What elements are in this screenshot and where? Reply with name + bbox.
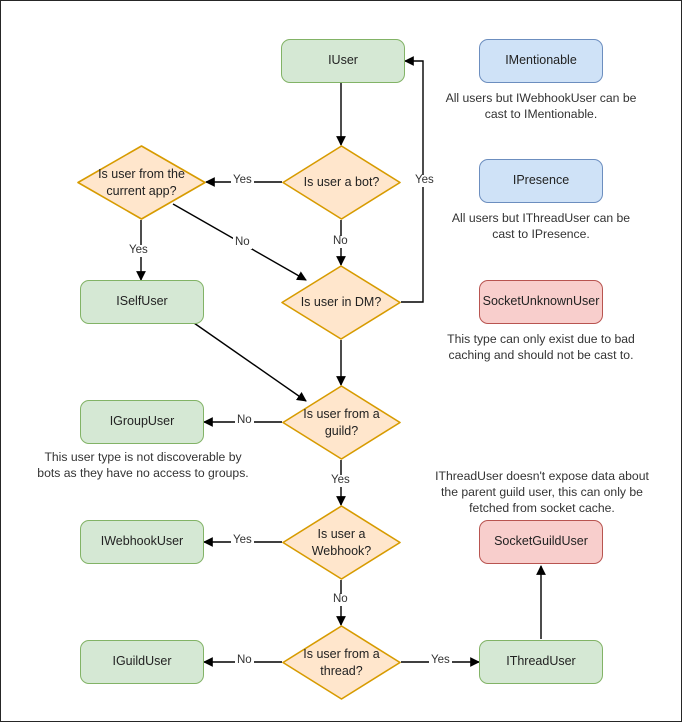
node-socketguilduser-label: SocketGuildUser bbox=[494, 534, 588, 549]
node-is-user-from-thread-label: Is user from a thread? bbox=[303, 647, 380, 678]
diamond-shape bbox=[77, 145, 206, 220]
diamond-shape bbox=[282, 385, 401, 460]
edge-label-guild-to-groupuser: No bbox=[235, 414, 254, 427]
node-socketunknownuser-label: SocketUnknownUser bbox=[482, 294, 600, 309]
node-ipresence[interactable]: IPresence bbox=[479, 159, 603, 203]
diamond-shape bbox=[282, 505, 401, 580]
edge-label-webhook-to-webhookuser: Yes bbox=[231, 534, 254, 547]
diamond-shape bbox=[282, 625, 401, 700]
node-is-user-a-webhook[interactable]: Is user a Webhook? bbox=[282, 505, 401, 580]
node-iuser-label: IUser bbox=[328, 53, 358, 68]
node-ithreaduser-label: IThreadUser bbox=[506, 654, 576, 669]
node-is-user-in-dm[interactable]: Is user in DM? bbox=[281, 265, 401, 340]
note-socketguilduser: IThreadUser doesn't expose data about th… bbox=[435, 469, 649, 516]
note-igroupuser: This user type is not discoverable by bo… bbox=[37, 450, 249, 481]
node-iguilduser[interactable]: IGuildUser bbox=[80, 640, 204, 684]
edge-label-bot-to-current-app: Yes bbox=[231, 174, 254, 187]
note-socketunknownuser: This type can only exist due to bad cach… bbox=[447, 332, 635, 363]
node-iuser[interactable]: IUser bbox=[281, 39, 405, 83]
node-iselfuser[interactable]: ISelfUser bbox=[80, 280, 204, 324]
node-iwebhookuser[interactable]: IWebhookUser bbox=[80, 520, 204, 564]
node-is-user-a-webhook-label: Is user a Webhook? bbox=[311, 527, 372, 558]
edge-label-current-app-to-dm: No bbox=[233, 236, 252, 249]
node-is-user-a-bot-label: Is user a bot? bbox=[303, 175, 380, 190]
edge-label-current-app-to-selfuser: Yes bbox=[127, 244, 150, 257]
node-imentionable[interactable]: IMentionable bbox=[479, 39, 603, 83]
node-iwebhookuser-label: IWebhookUser bbox=[100, 534, 184, 549]
edge-label-guild-to-webhook: Yes bbox=[329, 474, 352, 487]
edge-label-bot-to-dm: No bbox=[331, 235, 350, 248]
node-is-user-from-current-app-label: Is user from the current app? bbox=[98, 167, 185, 198]
node-igroupuser-label: IGroupUser bbox=[109, 414, 175, 429]
note-imentionable: All users but IWebhookUser can be cast t… bbox=[445, 91, 637, 122]
edge-label-thread-to-threaduser: Yes bbox=[429, 654, 452, 667]
node-is-user-from-guild[interactable]: Is user from a guild? bbox=[282, 385, 401, 460]
node-iselfuser-label: ISelfUser bbox=[116, 294, 168, 309]
node-is-user-from-current-app[interactable]: Is user from the current app? bbox=[77, 145, 206, 220]
edge-label-webhook-to-thread: No bbox=[331, 593, 350, 606]
node-ipresence-label: IPresence bbox=[512, 173, 570, 188]
node-socketguilduser[interactable]: SocketGuildUser bbox=[479, 520, 603, 564]
node-socketunknownuser[interactable]: SocketUnknownUser bbox=[479, 280, 603, 324]
edge-label-dm-back-to-iuser: Yes bbox=[413, 174, 436, 187]
note-ipresence: All users but IThreadUser can be cast to… bbox=[451, 211, 631, 242]
node-iguilduser-label: IGuildUser bbox=[112, 654, 172, 669]
node-imentionable-label: IMentionable bbox=[505, 53, 577, 68]
diamond-shape bbox=[282, 145, 401, 220]
edge-label-thread-to-guilduser: No bbox=[235, 654, 254, 667]
node-igroupuser[interactable]: IGroupUser bbox=[80, 400, 204, 444]
node-is-user-from-thread[interactable]: Is user from a thread? bbox=[282, 625, 401, 700]
node-is-user-in-dm-label: Is user in DM? bbox=[300, 295, 382, 310]
diamond-shape bbox=[281, 265, 401, 340]
node-ithreaduser[interactable]: IThreadUser bbox=[479, 640, 603, 684]
node-is-user-a-bot[interactable]: Is user a bot? bbox=[282, 145, 401, 220]
node-is-user-from-guild-label: Is user from a guild? bbox=[303, 407, 380, 438]
